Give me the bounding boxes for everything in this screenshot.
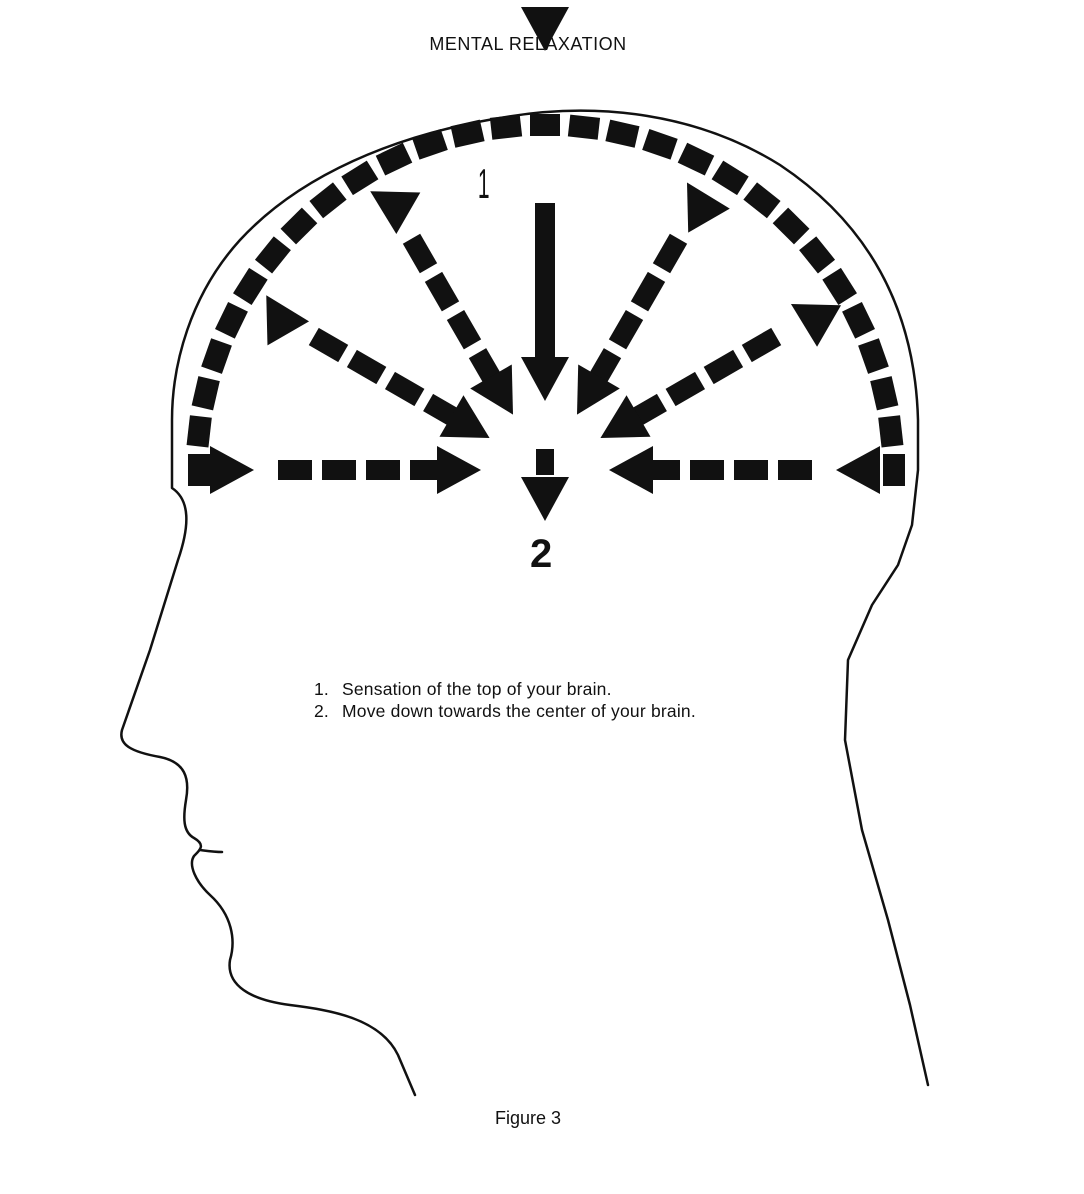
arc-dash <box>309 182 346 218</box>
spoke-dash <box>535 302 555 336</box>
spoke-dash <box>535 236 555 270</box>
spoke-dash <box>447 310 481 349</box>
arc-dash <box>858 338 889 374</box>
arc-dash <box>341 161 378 196</box>
arc-dash <box>883 454 905 486</box>
spoke-dash <box>704 350 743 384</box>
step-item: 2. Move down towards the center of your … <box>314 700 696 722</box>
arrowhead-top <box>521 7 569 51</box>
spoke-dash <box>609 310 643 349</box>
arc-dash <box>743 182 780 218</box>
spoke-dash <box>666 372 705 406</box>
arc-dash <box>451 120 485 148</box>
step-number: 1. <box>314 678 342 700</box>
arc-dash <box>490 115 522 140</box>
spoke-dash <box>631 272 665 311</box>
arc-dash <box>642 129 678 160</box>
arc-dash <box>192 376 220 410</box>
arc-dash <box>255 236 291 273</box>
arc-dash <box>215 302 248 339</box>
spoke-dash <box>366 460 400 480</box>
arc-dash <box>568 115 600 140</box>
arc-dash <box>678 143 715 176</box>
arrowhead-inward <box>609 446 653 494</box>
lip-line <box>200 850 222 852</box>
spoke-dash <box>347 350 386 384</box>
figure-caption: Figure 3 <box>0 1108 1056 1129</box>
spoke-dash <box>403 234 437 273</box>
arc-dash <box>842 302 875 339</box>
spoke-dash <box>778 460 812 480</box>
arc-dash <box>773 208 810 245</box>
arrowhead-outer <box>836 446 880 494</box>
spoke-dash <box>425 272 459 311</box>
spoke-dash <box>742 328 781 362</box>
spoke-dash <box>322 460 356 480</box>
arrowhead-inward <box>521 357 569 401</box>
arc-dash <box>870 376 898 410</box>
step-text: Sensation of the top of your brain. <box>342 678 612 700</box>
arc-dash <box>605 120 639 148</box>
arc-dash <box>530 114 560 136</box>
arc-dash <box>712 161 749 196</box>
arc-dash <box>281 208 318 245</box>
label-two: 2 <box>530 532 552 577</box>
step-text: Move down towards the center of your bra… <box>342 700 696 722</box>
step-list: 1. Sensation of the top of your brain. 2… <box>314 678 696 722</box>
arrowhead-outer <box>210 446 254 494</box>
spoke-dash <box>653 234 687 273</box>
spoke-dash <box>535 203 555 237</box>
arrowhead-down <box>521 477 569 521</box>
arc-dash <box>878 415 903 447</box>
arc-dash <box>188 454 210 486</box>
label-one: 1 <box>478 160 490 208</box>
spoke-dash <box>734 460 768 480</box>
step-number: 2. <box>314 700 342 722</box>
dashed-arrows-to-center <box>278 203 812 480</box>
arc-dash <box>376 143 413 176</box>
arc-dash <box>822 268 857 305</box>
spoke-dash <box>309 328 348 362</box>
arc-dash <box>201 338 232 374</box>
arc-dash <box>187 415 212 447</box>
spoke-dash <box>535 269 555 303</box>
arrowhead-inward <box>437 446 481 494</box>
arc-dash <box>412 129 448 160</box>
spoke-dash <box>385 372 424 406</box>
step-item: 1. Sensation of the top of your brain. <box>314 678 696 700</box>
arc-dash <box>799 236 835 273</box>
arc-dash <box>233 268 268 305</box>
spoke-dash <box>690 460 724 480</box>
spoke-dash <box>278 460 312 480</box>
down-dash <box>536 449 554 475</box>
